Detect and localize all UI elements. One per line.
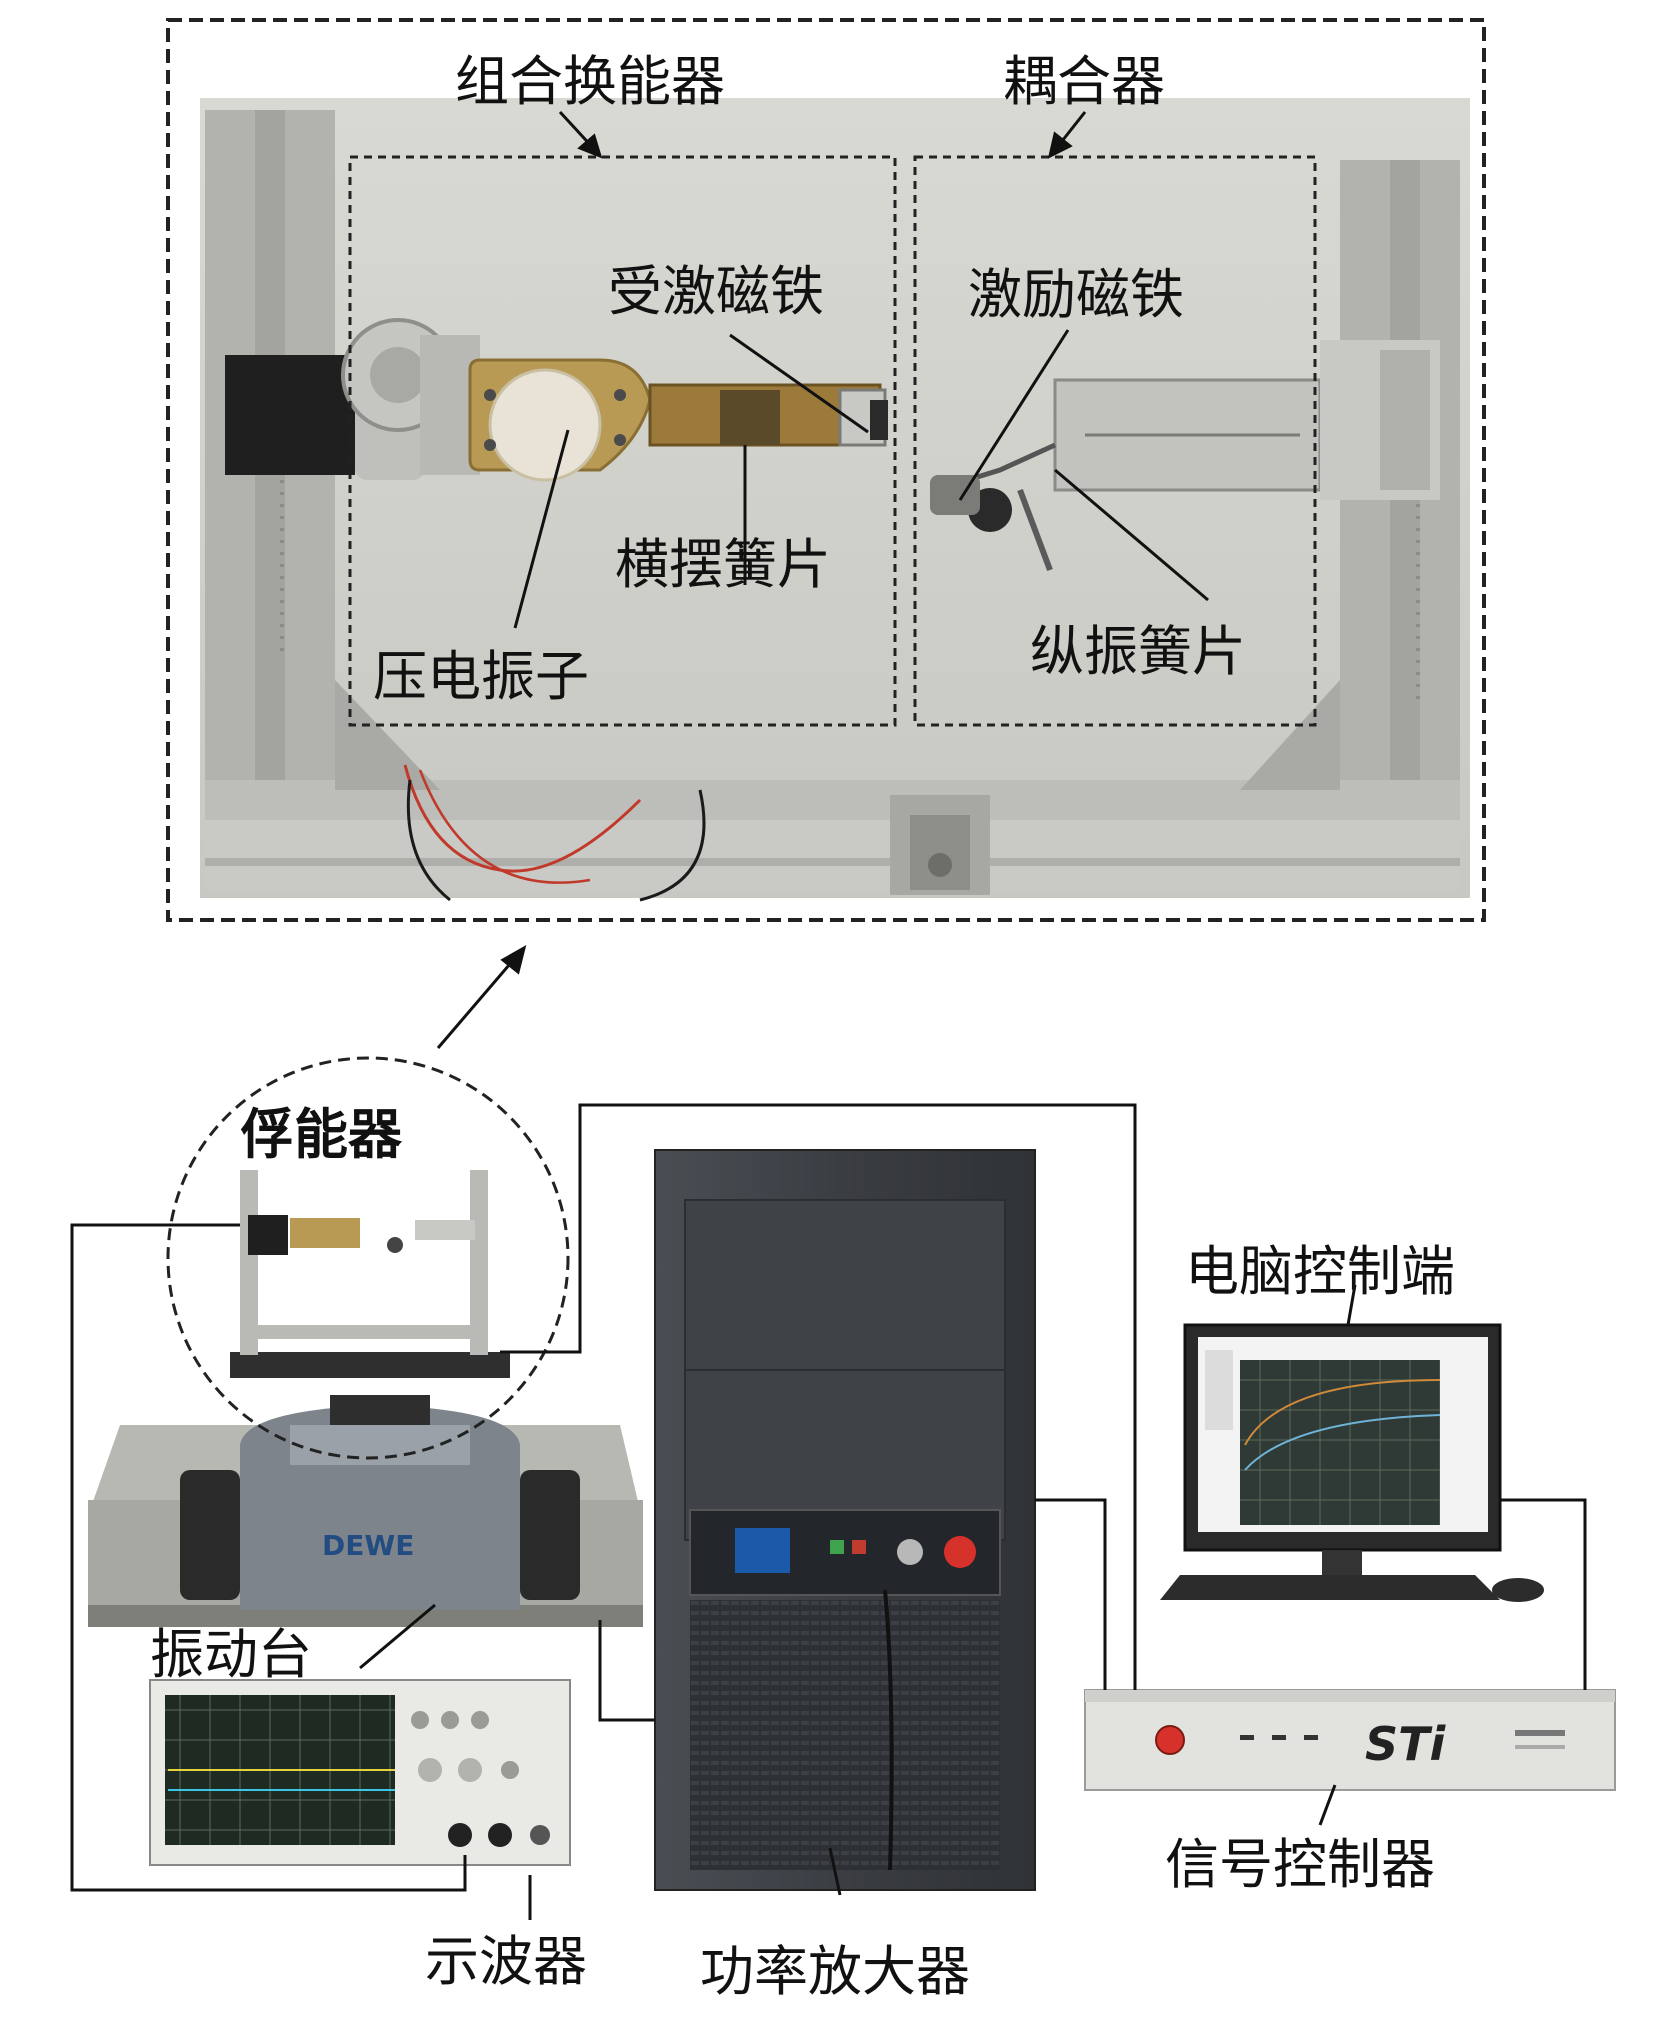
oscilloscope (149, 1679, 571, 1866)
transducer-dashed-box (348, 155, 897, 727)
bottom-leaders (359, 944, 1357, 1920)
connection-cables (70, 1103, 1587, 1892)
label-harvester: 俘能器 (240, 1103, 402, 1166)
label-vibration-table: 振动台 (150, 1623, 312, 1686)
computer (1160, 1323, 1544, 1602)
label-power-amplifier: 功率放大器 (700, 1940, 970, 2003)
power-amplifier (654, 1149, 1036, 1891)
vibration-shaker: DEWE (88, 1395, 643, 1627)
label-excited-magnet: 受激磁铁 (608, 260, 824, 323)
harvester-mini (230, 1170, 510, 1378)
coupler-dashed-box (913, 155, 1317, 727)
outer-dashed-frame (166, 18, 1486, 922)
top-leaders (513, 110, 1209, 629)
label-coupler: 耦合器 (1003, 50, 1165, 113)
label-piezo-vibrator: 压电振子 (373, 645, 589, 708)
label-exciting-magnet: 激励磁铁 (968, 263, 1184, 326)
shaker-brand-text: DEWE (322, 1529, 414, 1562)
harvester-dashed-circle (166, 1056, 570, 1460)
controller-brand-text: STi (1365, 1717, 1447, 1771)
label-signal-controller: 信号控制器 (1165, 1833, 1435, 1896)
label-combined-transducer: 组合换能器 (455, 50, 725, 113)
label-longitudinal-reed: 纵振簧片 (1030, 620, 1246, 683)
label-swing-reed: 横摆簧片 (615, 533, 831, 596)
label-pc-control: 电脑控制端 (1185, 1240, 1455, 1303)
label-oscilloscope: 示波器 (425, 1930, 587, 1993)
signal-controller: STi (1084, 1689, 1616, 1791)
transducer-photo (200, 98, 1470, 902)
